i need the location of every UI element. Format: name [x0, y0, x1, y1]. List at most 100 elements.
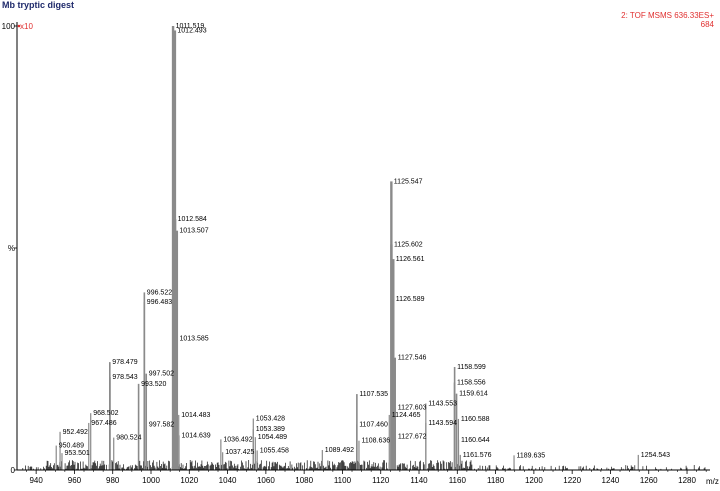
- peak-bar: [455, 393, 458, 470]
- x-tick-label: 1180: [487, 476, 505, 485]
- x-tick-label: 940: [29, 476, 43, 485]
- x-tick-label: 1280: [678, 476, 696, 485]
- peak-bar: [176, 338, 178, 470]
- peak-label: 1107.460: [359, 421, 388, 428]
- peak-bar: [143, 292, 146, 470]
- peak-bar: [358, 440, 360, 470]
- peak-label: 1013.585: [180, 336, 209, 343]
- peak-bar: [256, 450, 258, 470]
- peak-bar: [109, 377, 111, 470]
- magnification-label: x10: [20, 22, 33, 31]
- peak-bar: [425, 422, 427, 470]
- peak-label: 1055.458: [260, 448, 289, 455]
- peak-bar: [394, 436, 397, 470]
- peak-label: 1127.546: [398, 355, 427, 362]
- x-tick-label: 1200: [525, 476, 543, 485]
- peak-bar: [137, 383, 140, 470]
- peak-label: 968.502: [93, 410, 118, 417]
- noise-trace: [22, 460, 706, 470]
- peak-bar: [392, 299, 395, 470]
- peak-bar: [321, 450, 323, 470]
- peak-label: 1011.519: [176, 23, 205, 30]
- x-tick-label: 1020: [180, 476, 198, 485]
- peak-bar: [459, 454, 461, 470]
- peak-bar: [222, 452, 224, 470]
- x-tick-label: 1100: [334, 476, 352, 485]
- peak-bar: [637, 454, 639, 470]
- baseline-noise: [22, 460, 706, 470]
- peak-label: 950.489: [59, 443, 84, 450]
- peak-label: 1053.389: [256, 426, 285, 433]
- experiment-function-label: 2: TOF MSMS 636.33ES+: [621, 11, 714, 20]
- peak-label: 1143.553: [428, 400, 457, 407]
- peak-bar: [254, 437, 256, 470]
- y-tick-label: %: [8, 244, 15, 253]
- peak-label: 996.522: [147, 289, 172, 296]
- y-tick-label: 0: [11, 466, 16, 475]
- peak-bars: [55, 26, 639, 470]
- peak-bar: [145, 373, 148, 470]
- peak-label: 1012.493: [177, 27, 206, 34]
- x-axis-label: m/z: [706, 477, 719, 486]
- peak-label: 1037.425: [225, 449, 254, 456]
- peak-label: 1160.588: [461, 416, 490, 423]
- peak-label: 1254.543: [641, 452, 670, 459]
- peak-bar: [178, 435, 180, 470]
- peak-label: 1160.644: [461, 437, 490, 444]
- peak-label: 1012.584: [178, 216, 207, 223]
- x-tick-label: 1000: [142, 476, 160, 485]
- x-tick-label: 1120: [372, 476, 390, 485]
- peak-bar: [513, 455, 515, 470]
- x-tick-label: 1040: [219, 476, 237, 485]
- peak-bar: [388, 414, 390, 470]
- peak-label: 1127.603: [398, 404, 427, 411]
- peak-label: 978.479: [112, 359, 137, 366]
- peak-label: 1053.428: [256, 416, 285, 423]
- peak-label: 1125.547: [394, 178, 423, 185]
- peak-bar: [457, 439, 460, 470]
- peak-label: 1189.635: [517, 452, 546, 459]
- peak-label: 1127.672: [398, 434, 427, 441]
- peak-bar: [61, 453, 63, 470]
- peak-label: 953.501: [65, 450, 90, 457]
- peak-labels: 950.489 952.492 953.501 967.486 968.502 978.4…: [59, 23, 670, 459]
- experiment-intensity-label: 684: [700, 20, 714, 29]
- peak-bar: [88, 422, 90, 470]
- experiment-info: 2: TOF MSMS 636.33ES+ 684: [621, 11, 714, 29]
- x-tick-label: 1220: [563, 476, 581, 485]
- peak-label: 1125.602: [394, 241, 423, 248]
- x-tick-label: 960: [68, 476, 82, 485]
- x-tick-label: 980: [106, 476, 120, 485]
- peak-label: 952.492: [63, 429, 88, 436]
- peak-label: 1014.483: [181, 412, 210, 419]
- peak-bar: [90, 413, 92, 470]
- peak-label: 1143.594: [428, 420, 457, 427]
- peak-label: 1108.636: [362, 438, 391, 445]
- peak-label: 997.502: [149, 371, 174, 378]
- peak-label: 967.486: [91, 420, 116, 427]
- peak-label: 1126.561: [396, 256, 425, 263]
- peak-label: 1013.507: [179, 228, 208, 235]
- magnification-marker: [17, 24, 21, 28]
- peak-label: 1126.589: [396, 296, 425, 303]
- chart-title: Mb tryptic digest: [2, 0, 75, 10]
- x-tick-label: 1160: [449, 476, 467, 485]
- peak-bar: [55, 445, 57, 470]
- x-tick-label: 1260: [640, 476, 658, 485]
- peak-label: 996.483: [147, 299, 172, 306]
- peak-bar: [252, 418, 254, 470]
- peak-bar: [453, 382, 456, 470]
- peak-label: 1054.489: [258, 434, 287, 441]
- peak-bar: [220, 439, 222, 470]
- peak-bar: [171, 26, 175, 470]
- peak-label: 1107.535: [359, 391, 388, 398]
- peak-label: 978.543: [112, 374, 137, 381]
- peak-label: 1036.492: [223, 436, 252, 443]
- x-tick-label: 1080: [295, 476, 313, 485]
- peak-bar: [113, 437, 115, 470]
- x-tick-label: 1240: [602, 476, 620, 485]
- peak-bar: [356, 394, 358, 470]
- peak-label: 1089.492: [325, 447, 354, 454]
